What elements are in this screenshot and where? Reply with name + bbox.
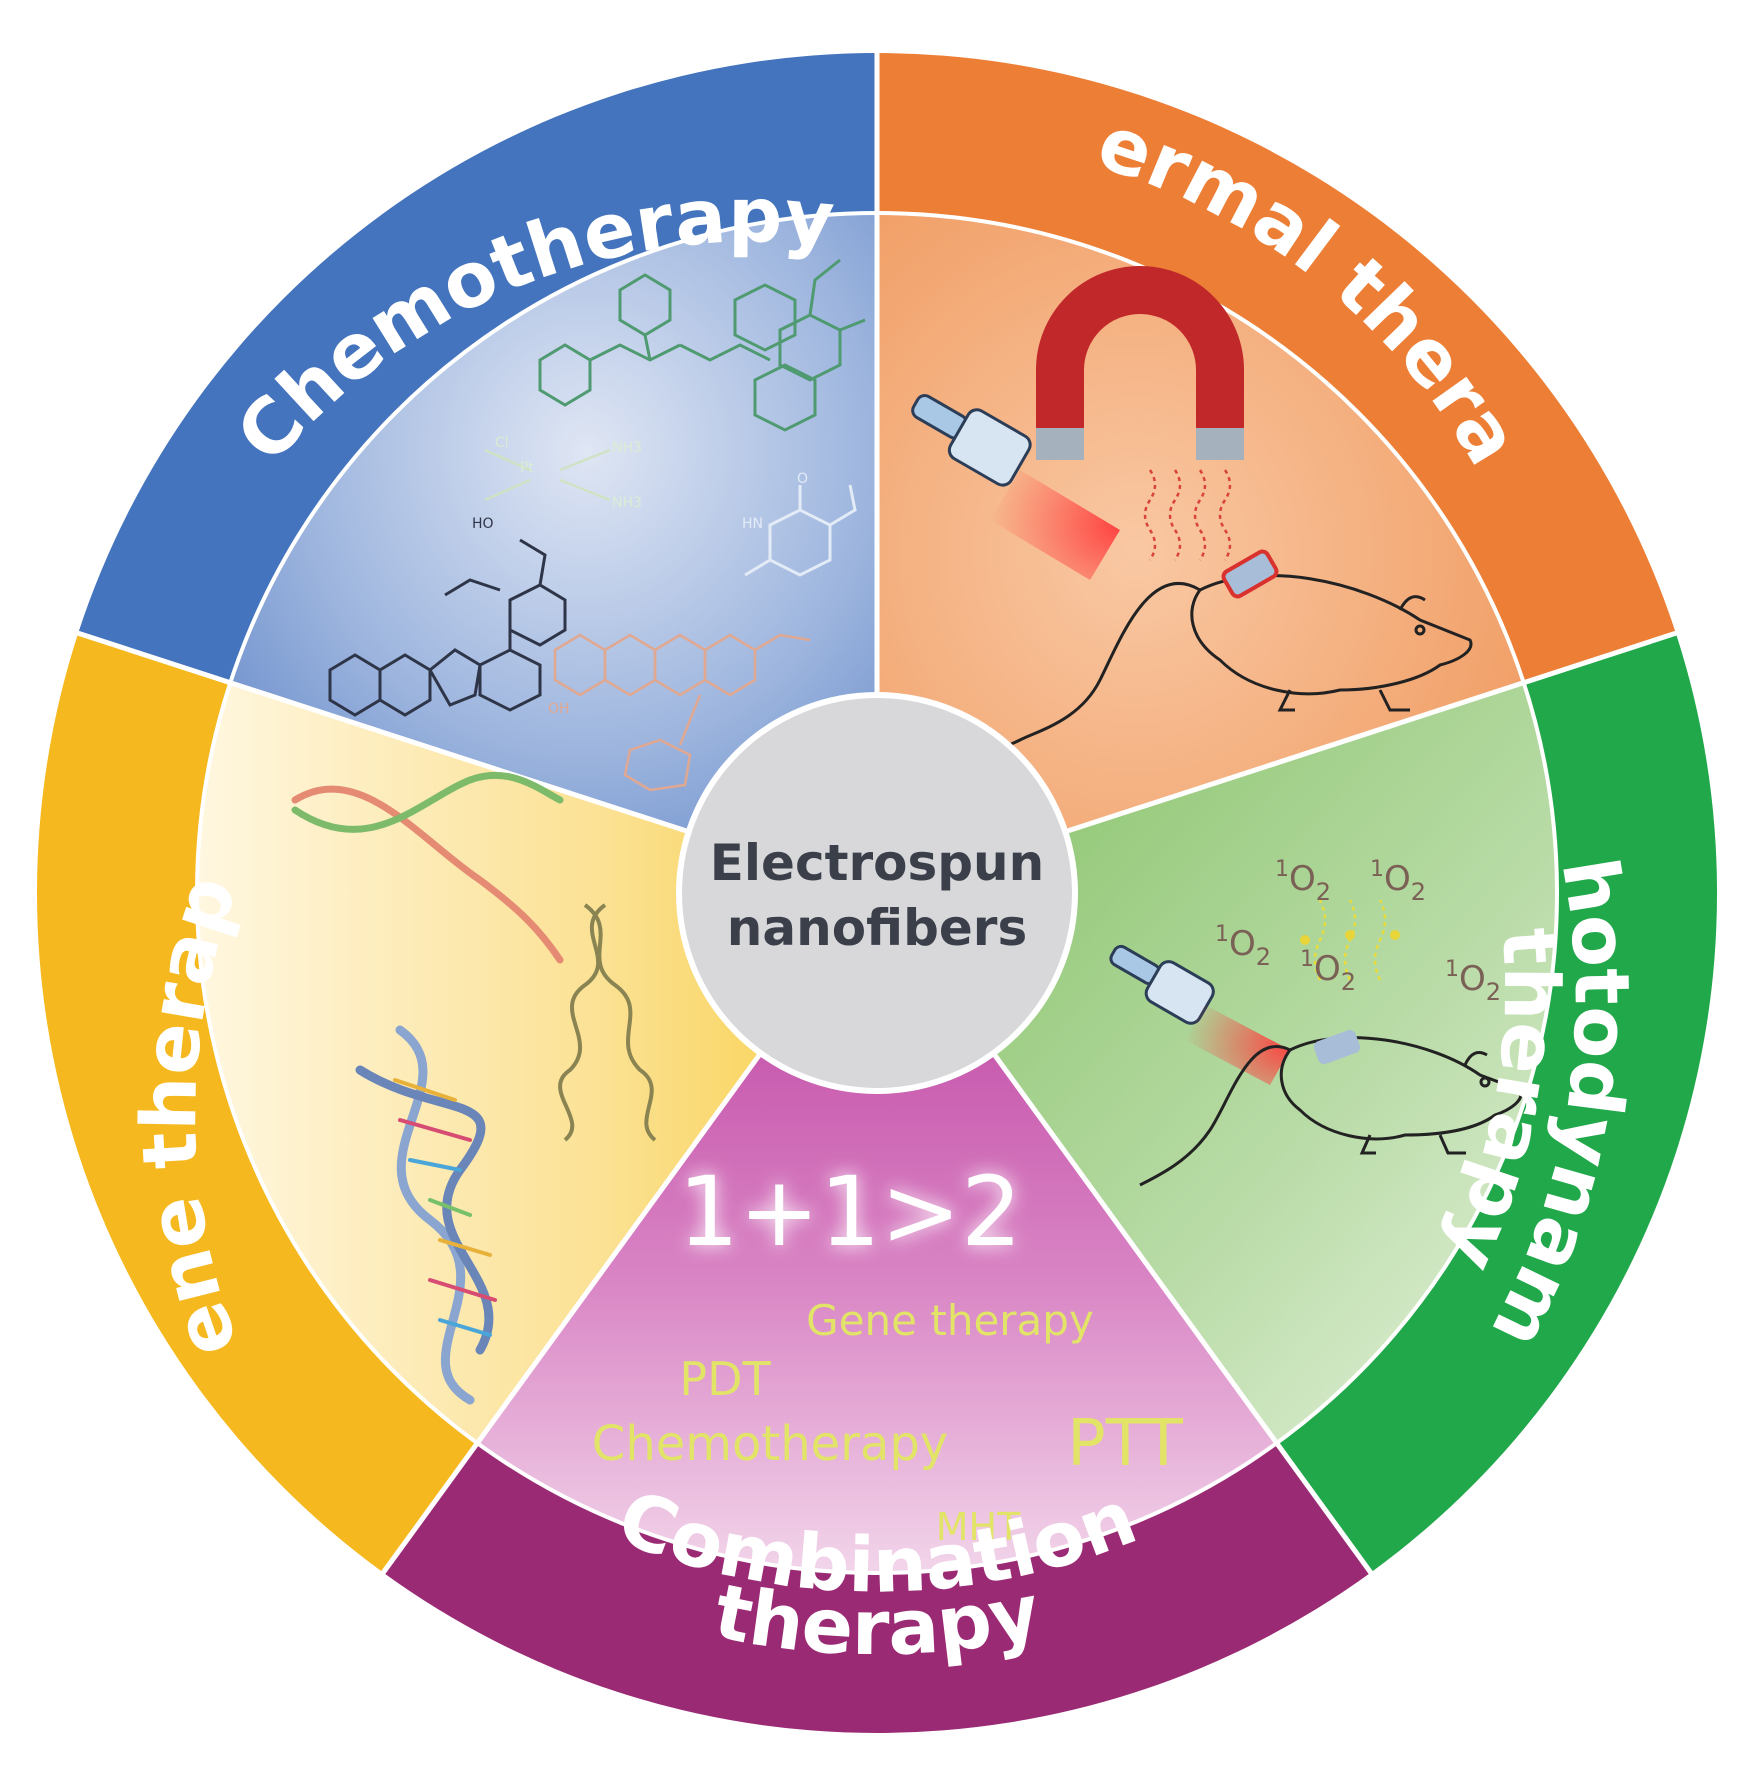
combination-headline: 1+1>2	[678, 1156, 1022, 1268]
svg-text:1O2: 1O2	[1275, 857, 1331, 906]
chemical-atom-labels: Cl Pt NH3 NH3 HO HN O OH	[472, 435, 808, 717]
panel-chemotherapy	[230, 213, 877, 893]
laser-beam-pdt	[1185, 1005, 1290, 1085]
implant-patch-thermal	[1221, 549, 1279, 599]
svg-text:Pt: Pt	[520, 460, 534, 476]
dna-helix-top-icon	[291, 771, 564, 964]
singlet-oxygen-labels: 1O2 1O2 1O2 1O2 1O2	[1215, 857, 1501, 1006]
center-title-line1: Electrospun	[710, 834, 1045, 892]
combo-term-chemo: Chemotherapy	[592, 1416, 948, 1472]
svg-text:1O2: 1O2	[1370, 857, 1426, 906]
svg-text:1O2: 1O2	[1445, 957, 1501, 1006]
svg-text:NH3: NH3	[612, 440, 642, 456]
svg-text:1O2: 1O2	[1300, 947, 1356, 996]
mouse-icon-pdt	[1139, 1036, 1523, 1187]
center-title-line2: nanofibers	[727, 899, 1027, 957]
svg-text:HN: HN	[742, 516, 763, 532]
combo-term-gene: Gene therapy	[806, 1296, 1094, 1345]
dna-helix-small-icon	[558, 903, 657, 1142]
panel-combination-therapy	[477, 893, 1277, 1573]
magnet-icon	[1036, 266, 1244, 460]
laser-beam-thermal	[990, 470, 1120, 580]
combo-term-mht: MHT	[936, 1505, 1021, 1549]
svg-text:1O2: 1O2	[1215, 922, 1271, 971]
laser-device-icon-pdt	[1109, 944, 1215, 1025]
center-hub	[676, 692, 1078, 1094]
inner-ring-divider	[195, 211, 1559, 1575]
chemical-structures-illustration	[328, 258, 866, 792]
laser-device-icon	[911, 394, 1032, 487]
svg-text:NH3: NH3	[612, 495, 642, 511]
svg-text:OH: OH	[548, 701, 570, 717]
svg-text:Cl: Cl	[495, 435, 509, 451]
combo-term-pdt: PDT	[679, 1352, 771, 1406]
svg-text:O: O	[797, 471, 808, 487]
label-combination-line2: therapy	[707, 1566, 1046, 1672]
svg-text:HO: HO	[472, 516, 494, 532]
implant-patch-pdt	[1313, 1029, 1361, 1065]
combo-term-ptt: PTT	[1067, 1407, 1184, 1481]
oxygen-emission-lines	[1300, 899, 1400, 981]
dna-helix-main-icon	[355, 1025, 497, 1405]
